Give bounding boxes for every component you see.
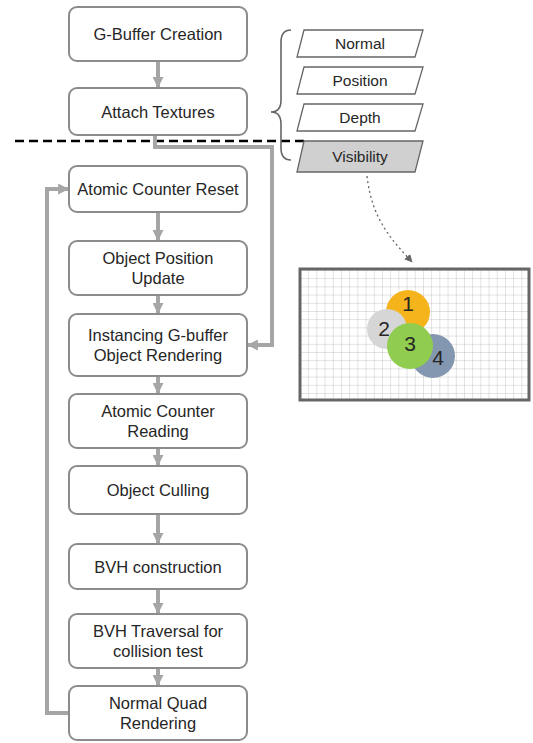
- circle-fill: [387, 323, 433, 369]
- flow-arrow: [156, 377, 160, 393]
- process-box: Atomic Counter Reading: [68, 393, 248, 449]
- flow-arrow: [156, 515, 160, 543]
- process-box: Normal Quad Rendering: [68, 685, 248, 741]
- data-parallelogram: Normal: [296, 29, 424, 58]
- parallelogram-outline: [297, 104, 423, 131]
- process-box: BVH Traversal for collision test: [68, 613, 248, 669]
- callout-number: 1: [402, 293, 414, 315]
- flow-arrow: [156, 669, 160, 685]
- process-box: Object Position Update: [68, 240, 248, 296]
- circle-fill: [411, 334, 455, 378]
- data-parallelogram: Depth: [296, 103, 424, 132]
- callout-number: 3: [404, 333, 416, 355]
- data-parallelogram: Visibility: [296, 140, 424, 173]
- node-label: G-Buffer Creation: [93, 24, 222, 44]
- separator-line: [15, 140, 306, 143]
- node-label: BVH construction: [94, 557, 221, 577]
- process-box: Instancing G-buffer Object Rendering: [68, 313, 248, 377]
- process-box: G-Buffer Creation: [68, 6, 248, 62]
- node-label: Object Culling: [107, 480, 210, 500]
- flow-arrow: [156, 449, 160, 465]
- process-box: BVH construction: [68, 543, 248, 590]
- parallelogram-outline: [297, 67, 423, 94]
- node-label: Attach Textures: [101, 102, 214, 122]
- node-label: Depth: [339, 109, 380, 127]
- node-label: Normal: [335, 35, 385, 53]
- callout-number: 2: [378, 318, 390, 340]
- node-label: Atomic Counter Reading: [76, 401, 240, 441]
- parallelogram-outline: [297, 141, 423, 172]
- node-label: Visibility: [332, 148, 388, 166]
- data-parallelogram: Position: [296, 66, 424, 95]
- node-label: BVH Traversal for collision test: [76, 621, 240, 661]
- flow-arrow: [156, 62, 160, 87]
- node-label: Object Position Update: [76, 248, 240, 288]
- node-label: Atomic Counter Reset: [77, 179, 238, 199]
- parallelogram-outline: [297, 30, 423, 57]
- node-label: Normal Quad Rendering: [76, 693, 240, 733]
- screen-grid: [300, 269, 529, 400]
- brace: [271, 30, 291, 160]
- flow-arrow: [156, 213, 160, 240]
- flow-arrow: [156, 296, 160, 313]
- leader-arrow: [367, 176, 412, 262]
- callout-number: 4: [432, 347, 444, 369]
- node-label: Position: [332, 72, 387, 90]
- process-box: Object Culling: [68, 465, 248, 515]
- process-box: Atomic Counter Reset: [68, 165, 248, 213]
- flow-arrow: [156, 590, 160, 613]
- process-box: Attach Textures: [68, 87, 248, 136]
- flow-arrow: [47, 189, 68, 713]
- object-circle: 3: [387, 323, 433, 369]
- node-label: Instancing G-buffer Object Rendering: [76, 325, 240, 365]
